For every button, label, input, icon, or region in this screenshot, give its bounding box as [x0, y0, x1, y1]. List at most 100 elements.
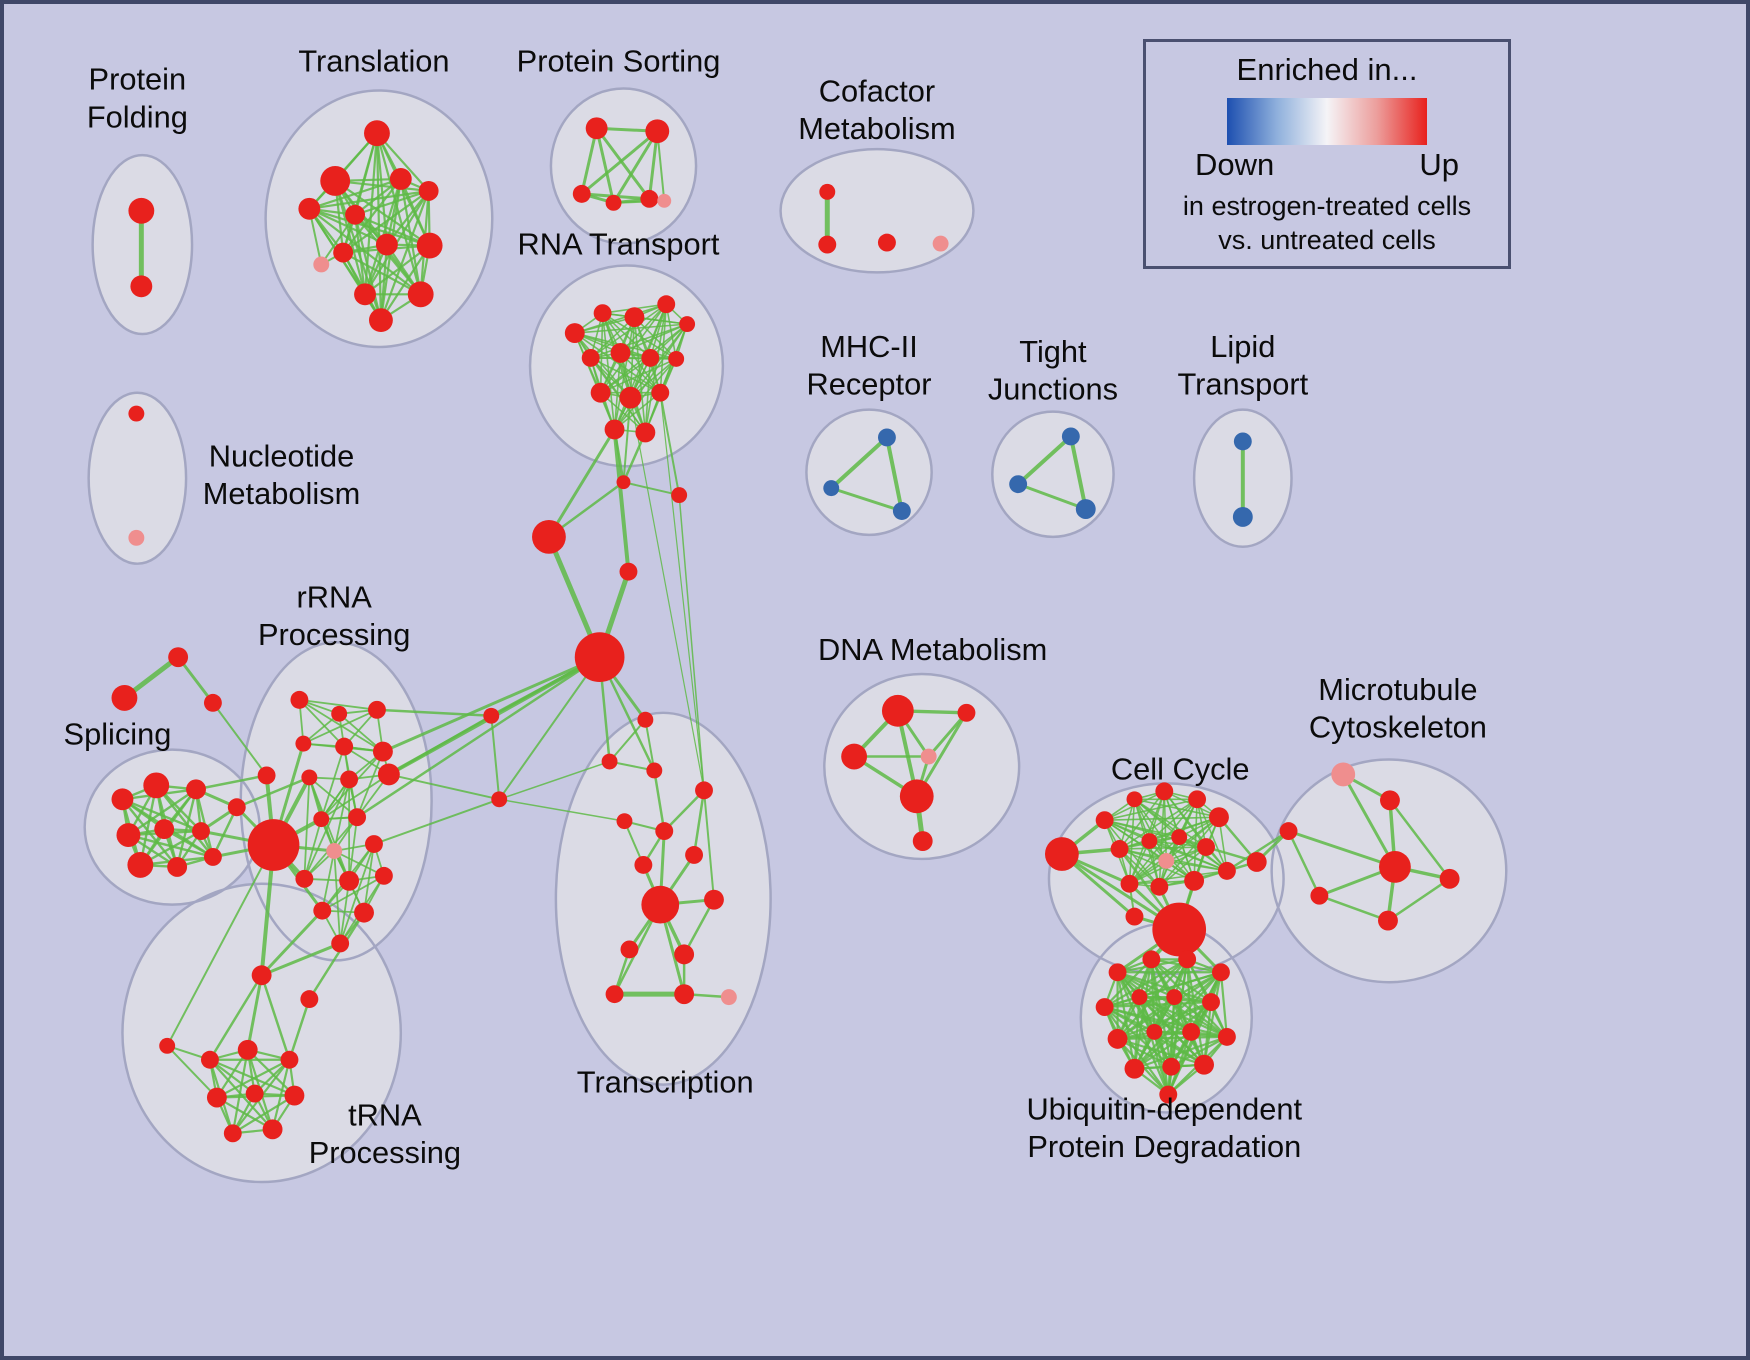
edge [175, 788, 198, 869]
node-ps2 [645, 119, 670, 144]
cluster-label-tight-junctions: Tight [1019, 334, 1087, 369]
node-rr7 [257, 766, 276, 785]
cluster-trna-processing [122, 883, 401, 1183]
node-cm4 [932, 235, 949, 252]
cluster-label-lipid-transport: Lipid [1210, 329, 1275, 364]
node-x3 [671, 487, 688, 504]
edge [1386, 877, 1451, 922]
cluster-outline-cofactor-metabolism [779, 147, 975, 274]
node-tc8 [685, 846, 704, 864]
edge [629, 397, 705, 791]
edge [298, 698, 378, 711]
cluster-outline-transcription [554, 711, 772, 1086]
edge [166, 1044, 218, 1099]
cluster-label-microtubule-cytoskeleton: Cytoskeleton [1309, 710, 1487, 745]
node-tc10 [704, 889, 724, 910]
edge [334, 179, 431, 247]
node-t12 [368, 308, 393, 333]
edge [356, 750, 384, 819]
edge [599, 357, 652, 394]
node-mc6 [1310, 886, 1329, 905]
node-ub9 [1107, 1028, 1128, 1049]
node-d4 [920, 748, 937, 765]
edge [1133, 1001, 1213, 1070]
node-r7 [610, 342, 631, 363]
edge [208, 1058, 256, 1095]
node-d6 [912, 831, 933, 851]
edge [547, 427, 617, 539]
node-tc2 [601, 753, 618, 770]
edge [829, 486, 904, 513]
node-nm1 [128, 405, 145, 422]
node-t4 [345, 204, 366, 225]
edge [194, 774, 268, 791]
edge [1116, 1001, 1213, 1040]
legend-caption-line2: vs. untreated cells [1218, 225, 1436, 255]
edge [1103, 1005, 1229, 1038]
node-cc8 [1141, 833, 1158, 849]
node-cc15 [1217, 861, 1236, 880]
edge [612, 427, 631, 574]
node-ub4 [1212, 963, 1230, 982]
edge [629, 323, 688, 399]
node-r6 [581, 348, 600, 367]
edge [1116, 1035, 1229, 1040]
edge [321, 850, 336, 912]
edge [1016, 434, 1073, 487]
edge [1118, 798, 1198, 850]
node-pf2 [130, 275, 153, 298]
edge [1128, 836, 1180, 885]
cluster-label-cell-cycle: Cell Cycle [1111, 751, 1250, 786]
node-tb5 [245, 1084, 264, 1103]
edge [1138, 971, 1223, 999]
cluster-label-protein-folding: Protein [89, 61, 187, 96]
edge [601, 312, 616, 431]
edge [595, 126, 616, 205]
node-mc5 [1439, 868, 1460, 889]
edge [580, 129, 659, 196]
legend-down-label: Down [1195, 147, 1275, 182]
edge [320, 213, 357, 266]
edge [308, 189, 430, 210]
edge [308, 177, 402, 210]
node-rr5 [335, 737, 354, 756]
edge [302, 708, 378, 745]
edge [231, 1094, 296, 1135]
edge [1116, 996, 1176, 1040]
node-tb2 [237, 1039, 258, 1060]
edge [308, 911, 366, 1001]
node-cc5 [1188, 790, 1207, 809]
node-rr3 [368, 700, 386, 719]
node-tc15 [720, 989, 737, 1006]
node-m2 [823, 480, 840, 497]
edge [692, 789, 706, 857]
node-rr1 [290, 690, 309, 709]
edge [1133, 1035, 1229, 1070]
node-x2 [532, 519, 566, 554]
edge [601, 312, 677, 360]
cluster-outline-nucleotide-metabolism [87, 391, 188, 565]
edge [589, 316, 636, 359]
node-s9 [203, 848, 222, 866]
node-s4 [116, 823, 141, 848]
cluster-label-rrna-processing: Processing [258, 617, 410, 652]
edge [1133, 1030, 1193, 1070]
cluster-nucleotide-metabolism [88, 392, 187, 564]
node-mc7 [1378, 910, 1398, 931]
edge [288, 997, 311, 1061]
node-ub14 [1162, 1057, 1181, 1076]
edge [260, 909, 324, 977]
legend-caption-line1: in estrogen-treated cells [1182, 191, 1472, 221]
node-ub15 [1194, 1054, 1214, 1075]
edge [211, 701, 268, 777]
node-rr10 [377, 763, 400, 786]
node-ps3 [572, 184, 591, 203]
edge [379, 243, 388, 322]
node-ub3 [1178, 950, 1197, 969]
node-pf1 [128, 197, 155, 224]
node-s5 [154, 819, 175, 840]
node-rr8 [301, 769, 318, 786]
edge [1287, 829, 1397, 869]
edge [884, 435, 904, 513]
node-t1 [364, 120, 390, 147]
